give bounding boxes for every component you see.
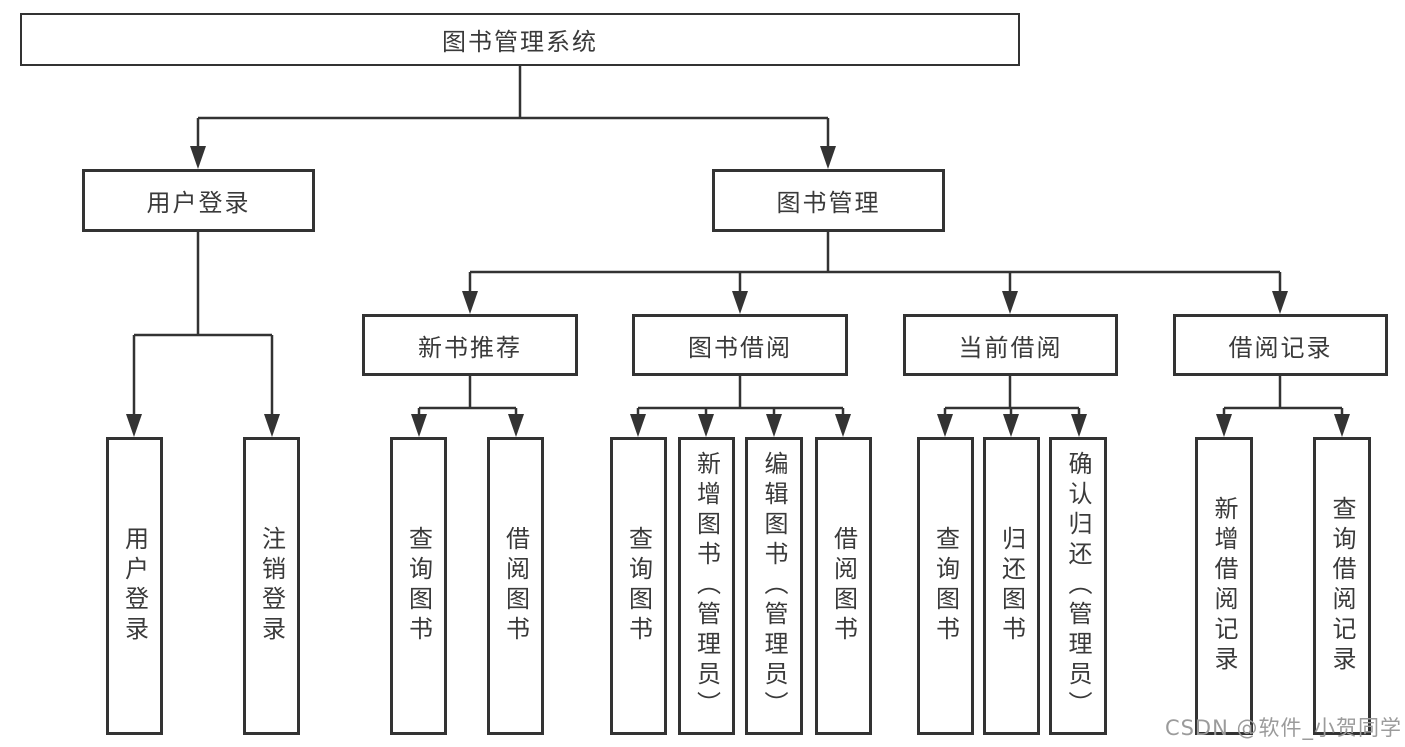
node-leaf-cb-query-label: 查询图书 <box>931 526 960 646</box>
node-leaf-user-login: 用户登录 <box>106 437 163 735</box>
node-leaf-cb-return-label: 归还图书 <box>997 526 1026 646</box>
node-borrow-record-label: 借阅记录 <box>1228 333 1333 362</box>
node-leaf-bb-add-label: 新增图书（管理员） <box>692 451 721 721</box>
node-leaf-br-add: 新增借阅记录 <box>1195 437 1253 735</box>
node-leaf-nb-query: 查询图书 <box>390 437 447 735</box>
node-current-borrow-label: 当前借阅 <box>958 333 1063 362</box>
node-leaf-bb-query: 查询图书 <box>610 437 667 735</box>
node-leaf-bb-edit: 编辑图书（管理员） <box>745 437 803 735</box>
connector-paths <box>132 66 1344 415</box>
node-leaf-nb-borrow: 借阅图书 <box>487 437 544 735</box>
node-leaf-bb-query-label: 查询图书 <box>624 526 653 646</box>
node-book-mgmt: 图书管理 <box>712 169 945 232</box>
node-leaf-br-query-label: 查询借阅记录 <box>1328 496 1356 676</box>
node-leaf-nb-borrow-label: 借阅图书 <box>501 526 530 646</box>
node-leaf-nb-query-label: 查询图书 <box>404 526 433 646</box>
node-root-label: 图书管理系统 <box>442 28 598 56</box>
node-leaf-bb-borrow-label: 借阅图书 <box>829 526 858 646</box>
node-leaf-cb-confirm: 确认归还（管理员） <box>1049 437 1107 735</box>
node-book-borrow-label: 图书借阅 <box>688 333 792 362</box>
node-user-login: 用户登录 <box>82 169 315 232</box>
node-leaf-bb-edit-label: 编辑图书（管理员） <box>760 451 788 721</box>
node-new-book-label: 新书推荐 <box>418 333 522 362</box>
node-book-mgmt-label: 图书管理 <box>776 189 881 217</box>
node-leaf-br-query: 查询借阅记录 <box>1313 437 1371 735</box>
node-leaf-bb-borrow: 借阅图书 <box>815 437 872 735</box>
node-leaf-logout-label: 注销登录 <box>257 526 286 646</box>
node-new-book: 新书推荐 <box>362 314 578 376</box>
node-leaf-cb-return: 归还图书 <box>983 437 1040 735</box>
node-root: 图书管理系统 <box>20 13 1020 66</box>
node-leaf-br-add-label: 新增借阅记录 <box>1210 496 1238 676</box>
node-leaf-logout: 注销登录 <box>243 437 300 735</box>
node-leaf-bb-add: 新增图书（管理员） <box>678 437 735 735</box>
node-user-login-label: 用户登录 <box>146 189 251 217</box>
node-borrow-record: 借阅记录 <box>1173 314 1388 376</box>
node-current-borrow: 当前借阅 <box>903 314 1118 376</box>
csdn-watermark: CSDN @软件_小贺同学 <box>1164 716 1402 740</box>
node-leaf-cb-confirm-label: 确认归还（管理员） <box>1064 451 1092 721</box>
arrow-down-icon <box>126 146 1350 437</box>
node-book-borrow: 图书借阅 <box>632 314 848 376</box>
node-leaf-user-login-label: 用户登录 <box>120 526 149 646</box>
node-leaf-cb-query: 查询图书 <box>917 437 974 735</box>
